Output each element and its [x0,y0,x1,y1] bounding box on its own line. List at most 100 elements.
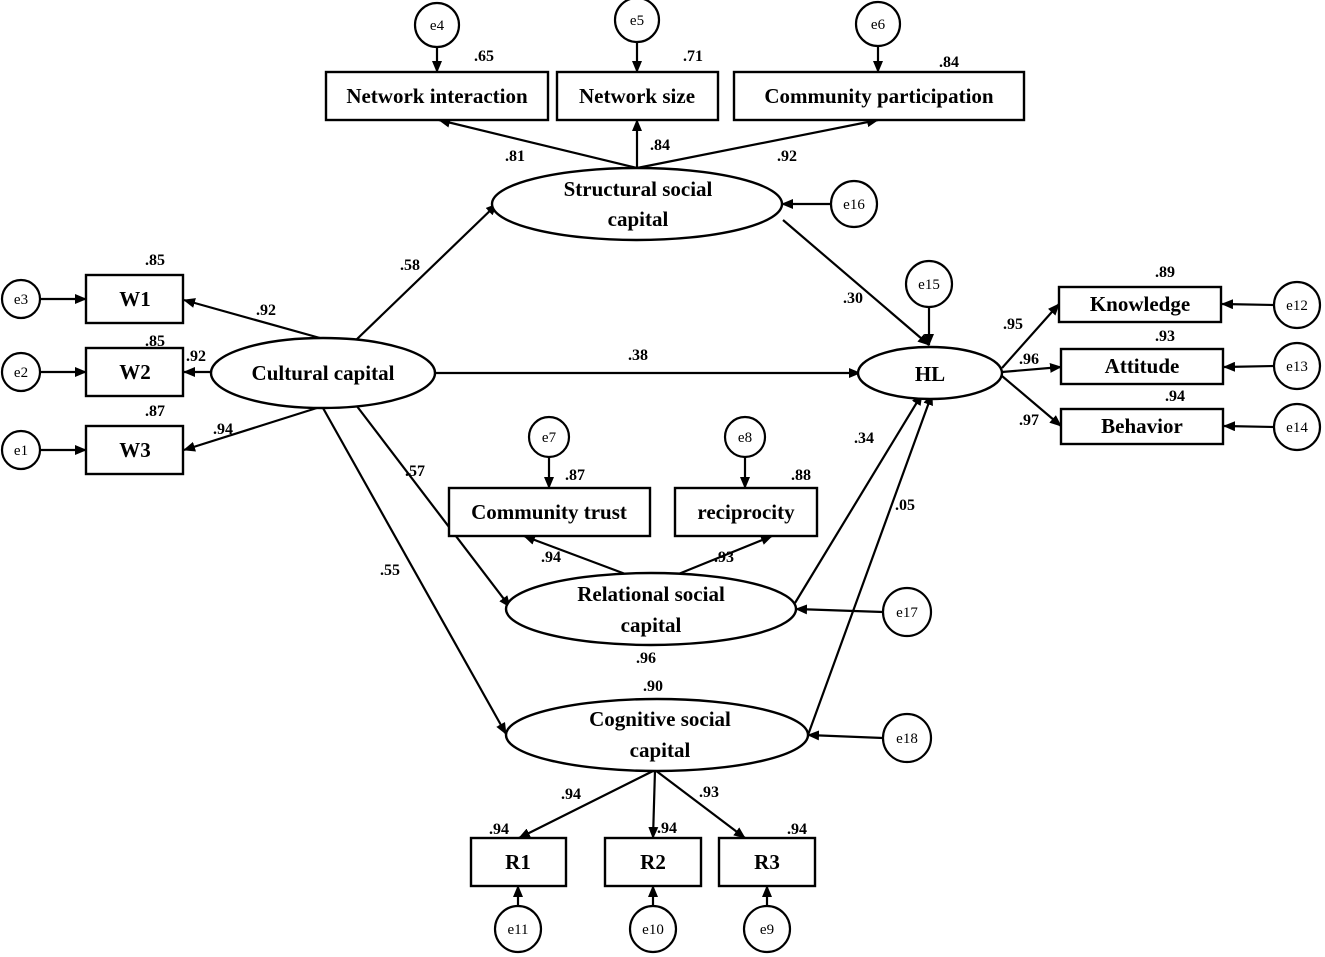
node-label-line2: capital [608,207,669,231]
node-r3: R3 [717,836,817,888]
edge-structural-hl [782,219,930,346]
coef-r2-network-interaction: .65 [474,48,494,65]
node-reciprocity: reciprocity [673,486,819,538]
edge-cultural-relational [355,404,511,608]
error-e6: e6 [854,0,902,48]
node-label: Behavior [1101,414,1183,438]
coef-load-network-size: .84 [650,137,670,154]
edge-e14-behavior [1223,421,1275,432]
error-label: e4 [430,18,445,34]
coef-r2-community-participation: .84 [939,54,959,71]
edge-cultural-cognitive [322,407,507,735]
error-e7: e7 [527,415,571,459]
edge-cognitive-r2 [648,769,659,839]
node-cognitive-social-capital: Cognitive social capital [504,697,810,773]
node-label: W3 [119,438,151,462]
observed-variables: Network interaction Network size Communi… [84,70,1225,888]
error-label: e14 [1286,420,1308,436]
coef-r2-reciprocity: .88 [791,467,811,484]
coef-r2-network-size: .71 [683,48,703,65]
node-label: R3 [754,850,780,874]
edge-hl-behavior [1001,375,1062,427]
latent-variables: Structural social capital Cultural capit… [209,166,1004,773]
node-r2: R2 [603,836,703,888]
error-e17: e17 [881,586,933,638]
coef-load-w2: .92 [186,348,206,365]
node-knowledge: Knowledge [1057,285,1223,324]
edge-relational-hl [794,393,923,604]
error-e14: e14 [1272,402,1322,452]
coef-load-r1: .94 [561,786,581,803]
error-label: e3 [14,292,28,308]
coef-r2-attitude: .93 [1155,328,1175,345]
node-label-line2: capital [630,738,691,762]
error-e12: e12 [1272,280,1322,330]
edge-relational-community-trust [523,534,629,577]
coef-load-community-participation: .92 [777,148,797,165]
coef-r2-relational: .96 [636,650,656,667]
coef-r2-w1: .85 [145,252,165,269]
coef-path-structural-hl: .30 [843,290,863,307]
node-network-size: Network size [555,70,720,122]
node-attitude: Attitude [1059,347,1225,386]
error-label: e8 [738,430,752,446]
node-label: Community participation [764,84,994,108]
node-label: Cultural capital [252,361,395,385]
edge-structural-community-participation [636,117,879,170]
error-label: e13 [1286,359,1308,375]
node-label: Network interaction [346,84,528,108]
coef-load-behavior: .97 [1019,412,1039,429]
coef-r2-w3: .87 [145,403,165,420]
coef-load-network-interaction: .81 [505,148,525,165]
error-label: e18 [896,731,918,747]
error-e9: e9 [742,904,792,954]
coef-r2-r3: .94 [787,821,807,838]
coef-path-cultural-hl: .38 [628,347,648,364]
node-label: W2 [119,360,151,384]
error-e3: e3 [0,278,42,320]
edge-e13-attitude [1223,361,1275,372]
error-e16: e16 [829,179,879,229]
node-r1: R1 [469,836,568,888]
node-label-line1: Structural social [564,177,713,201]
coef-load-w1: .92 [256,302,276,319]
edge-cognitive-r1 [518,769,656,839]
edge-hl-knowledge [1001,303,1060,369]
error-label: e11 [507,922,528,938]
error-label: e12 [1286,298,1308,314]
coef-path-cultural-structural: .58 [400,257,420,274]
error-e1: e1 [0,429,42,471]
error-label: e17 [896,605,918,621]
coef-r2-r2: .94 [657,820,677,837]
node-label: W1 [119,287,151,311]
error-label: e9 [760,922,774,938]
node-community-participation: Community participation [732,70,1026,122]
coef-r2-knowledge: .89 [1155,264,1175,281]
coef-load-community-trust: .94 [541,549,561,566]
coef-path-cognitive-hl: .05 [895,497,915,514]
coef-load-attitude: .96 [1019,351,1039,368]
edge-structural-network-interaction [438,117,638,170]
node-w3: W3 [84,424,185,476]
edge-cultural-w1 [183,298,321,340]
error-e8: e8 [723,415,767,459]
node-label: R2 [640,850,666,874]
error-e18: e18 [881,712,933,764]
edge-cognitive-r3 [654,769,746,839]
edge-e18-cognitive [807,730,884,741]
error-e11: e11 [493,904,543,954]
node-label: Attitude [1105,354,1180,378]
error-e4: e4 [413,1,461,49]
coef-r2-community-trust: .87 [565,467,585,484]
edge-hl-attitude [1001,362,1062,374]
coef-r2-behavior: .94 [1165,388,1185,405]
node-structural-social-capital: Structural social capital [490,166,784,242]
coef-r2-w2: .85 [145,333,165,350]
error-e5: e5 [613,0,661,44]
coef-load-reciprocity: .93 [714,549,734,566]
coef-load-w3: .94 [213,421,233,438]
node-behavior: Behavior [1059,407,1225,446]
coef-path-cultural-cognitive: .55 [380,562,400,579]
